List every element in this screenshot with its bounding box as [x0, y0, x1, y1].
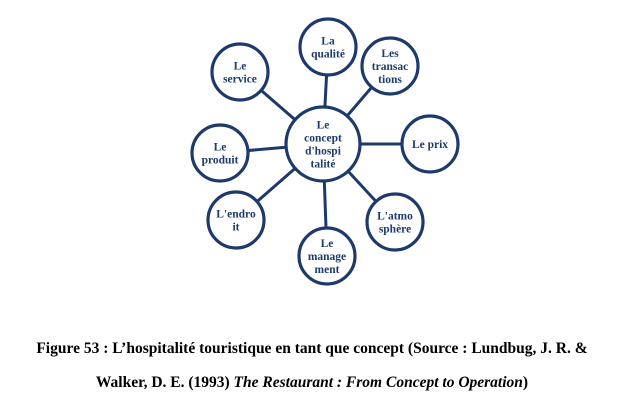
node-le-produit-circle [190, 123, 250, 183]
caption-text-2-end: ) [522, 374, 529, 391]
node-le-produit-label-line: Le [214, 142, 227, 154]
node-center-circle [284, 105, 362, 183]
node-l-endroit-label-line: it [232, 222, 239, 234]
node-les-transactions-circle [360, 36, 420, 96]
caption-book-title: The Restaurant : From Concept to Operati… [233, 374, 523, 391]
node-center-label-line: Le [317, 120, 330, 132]
node-la-qualite-label-line: qualité [311, 49, 345, 61]
caption-text-2-start: Walker, D. E. (1993) [95, 374, 234, 391]
node-le-prix: Le prix [400, 114, 460, 174]
node-le-service-label-line: service [223, 74, 257, 86]
node-l-endroit-label-line: L'endro [216, 209, 256, 221]
node-la-qualite-label-line: La [321, 36, 335, 48]
node-les-transactions-label-line: Les [381, 48, 399, 60]
figure-caption-line-2: Walker, D. E. (1993) The Restaurant : Fr… [0, 374, 624, 392]
node-center-label-line: talité [311, 159, 336, 171]
node-le-management-label-line: Le [321, 238, 334, 250]
node-le-management-label-line: ment [315, 264, 340, 276]
node-l-atmosphere-label-line: sphère [379, 224, 411, 236]
node-le-management-circle [297, 226, 357, 286]
node-le-prix-circle [400, 114, 460, 174]
node-l-endroit-circle [206, 190, 266, 250]
node-les-transactions-label-line: transac [372, 61, 408, 73]
node-le-service-label-line: Le [234, 61, 247, 73]
caption-text-1: Figure 53 : L’hospitalité touristique en… [36, 340, 588, 357]
figure-caption-line-1: Figure 53 : L’hospitalité touristique en… [0, 340, 624, 358]
node-le-prix-label: Le prix [412, 139, 448, 151]
node-le-prix-label-line: Le prix [412, 139, 448, 151]
node-center-label-line: d'hospi [305, 146, 342, 158]
node-le-management-label-line: manage [308, 251, 346, 263]
node-les-transactions-label-line: tions [378, 74, 402, 86]
node-center-label-line: concept [304, 133, 342, 145]
node-l-atmosphere-circle [365, 192, 425, 252]
node-la-qualite-circle [298, 17, 358, 77]
node-le-produit-label-line: produit [202, 155, 239, 167]
node-l-atmosphere-label-line: L'atmo [377, 211, 413, 223]
node-le-service-circle [210, 42, 270, 102]
